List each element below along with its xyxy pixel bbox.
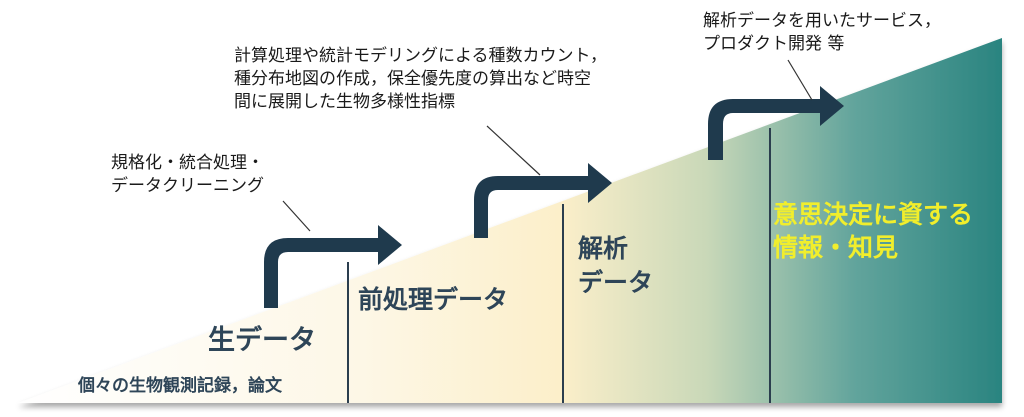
progress-wedge <box>18 38 1002 403</box>
annotation-standardization: 規格化・統合処理・ データクリーニング <box>111 153 264 196</box>
step-arrow-icon <box>264 225 402 308</box>
stage-analyzed-label: 解析 データ <box>578 234 654 297</box>
step-arrow-icon <box>474 163 612 238</box>
stage-raw-data-subtitle: 個々の生物観測記録，論文 <box>78 376 282 396</box>
annotation-services: 解析データを用いたサービス， プロダクト開発 等 <box>703 11 941 54</box>
callout-line <box>787 59 813 101</box>
annotation-biodiversity-indicators: 計算処理や統計モデリングによる種数カウント， 種分布地図の作成，保全優先度の算出… <box>234 46 607 112</box>
step-arrow-icon <box>708 86 844 160</box>
stage-information-label: 意思決定に資する 情報・知見 <box>773 200 974 262</box>
callout-line <box>486 125 541 176</box>
stage-preprocessed-label: 前処理データ <box>358 285 509 314</box>
callout-line <box>282 200 311 232</box>
stage-raw-data-label: 生データ <box>208 325 316 356</box>
